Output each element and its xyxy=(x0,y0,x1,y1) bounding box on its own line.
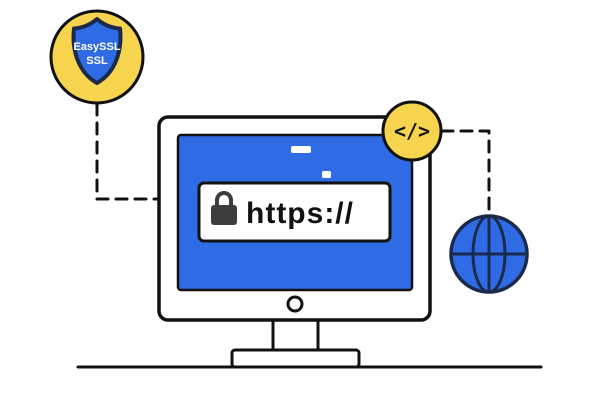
badge-connector-line xyxy=(95,102,160,201)
ssl-badge-label-line2: SSL xyxy=(86,55,108,67)
monitor-power-dot xyxy=(286,295,304,313)
padlock-icon xyxy=(211,191,237,225)
shield-icon xyxy=(71,17,123,85)
address-bar: https:// xyxy=(197,181,392,243)
code-badge-circle xyxy=(381,100,443,162)
address-bar-box xyxy=(197,181,392,243)
code-icon: </> xyxy=(394,119,430,143)
code-connector-line xyxy=(440,129,491,211)
screen-dash-mark xyxy=(291,146,311,153)
screen-small-mark xyxy=(322,171,331,178)
code-badge: </> xyxy=(381,100,443,162)
ssl-badge-label-line1: EasySSL xyxy=(73,41,120,53)
monitor-stand-base xyxy=(230,348,361,369)
monitor-stand-neck xyxy=(271,317,320,354)
globe-icon xyxy=(449,214,529,294)
ssl-badge: EasySSL SSL xyxy=(49,9,145,105)
https-url-text: https:// xyxy=(246,197,354,230)
